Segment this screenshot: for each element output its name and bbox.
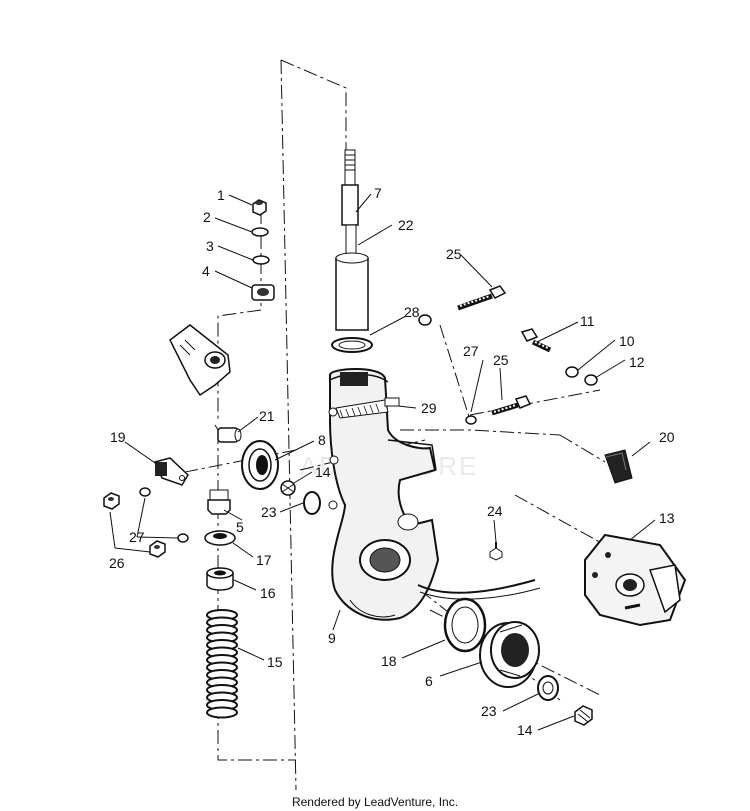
callout-25a: 25: [446, 246, 462, 262]
bolt-25a: [457, 285, 507, 311]
bolt-11: [520, 328, 552, 353]
callout-12: 12: [629, 354, 645, 370]
callout-13: 13: [659, 510, 675, 526]
cup-washer-17: [204, 530, 236, 546]
spacer-16: [206, 567, 234, 591]
washer-2: [251, 227, 269, 237]
callout-18: 18: [381, 653, 397, 669]
leader-lines: [109, 193, 656, 731]
callout-28: 28: [404, 304, 420, 320]
washer-27a: [139, 487, 151, 497]
oring-23a: [303, 491, 321, 515]
callout-16: 16: [260, 585, 276, 601]
callout-14b: 14: [517, 722, 533, 738]
callout-1: 1: [217, 187, 225, 203]
nut-26b: [149, 540, 166, 558]
washer-3: [252, 255, 270, 265]
oring-23b: [537, 675, 559, 701]
coil-spring-15: [206, 609, 238, 719]
callout-20: 20: [659, 429, 675, 445]
nut-14b: [574, 705, 593, 726]
washer-28: [418, 314, 432, 326]
caliper-13: [584, 533, 687, 627]
callout-labels: 1 2 3 4 5 6 7 8 9 10 11 12 13 14 14 15 1…: [109, 185, 675, 738]
callout-4: 4: [202, 263, 210, 279]
nut-26a: [103, 492, 120, 510]
callout-23b: 23: [481, 703, 497, 719]
clamp-band: [335, 397, 400, 419]
fitting-21: [214, 424, 242, 443]
fitting-5: [207, 489, 231, 515]
callout-29: 29: [421, 400, 437, 416]
washer-27b: [177, 533, 189, 543]
callout-19: 19: [110, 429, 126, 445]
callout-3: 3: [206, 238, 214, 254]
footer-credit: Rendered by LeadVenture, Inc.: [292, 795, 458, 809]
callout-7: 7: [374, 185, 382, 201]
callout-11: 11: [580, 313, 595, 329]
spindle-housing: [328, 368, 440, 621]
sensor-cable: [417, 579, 541, 600]
seal-8: [241, 440, 279, 490]
lever-19: [153, 457, 189, 486]
callout-22: 22: [398, 217, 414, 233]
callout-9: 9: [328, 630, 336, 646]
spring-coil: [206, 706, 238, 719]
washer-12: [584, 374, 598, 386]
callout-25b: 25: [493, 352, 509, 368]
callout-14a: 14: [315, 464, 331, 480]
mounting-bracket: [169, 324, 231, 397]
fitting-24: [489, 542, 503, 561]
callout-21: 21: [259, 408, 275, 424]
callout-26: 26: [109, 555, 125, 571]
bearing-ring: [331, 337, 373, 353]
seal-18: [443, 597, 487, 653]
callout-15: 15: [267, 654, 283, 670]
callout-17: 17: [256, 552, 272, 568]
bushing-4: [251, 284, 275, 301]
bolt-25b: [491, 395, 532, 416]
callout-10: 10: [619, 333, 635, 349]
washer-27c: [465, 415, 477, 425]
callout-23a: 23: [261, 504, 277, 520]
callout-5: 5: [236, 519, 244, 535]
callout-6: 6: [425, 673, 433, 689]
bearing-race-6: [479, 621, 540, 688]
nut-1: [252, 199, 267, 216]
spindle-shaft: [335, 149, 369, 331]
callout-27a: 27: [129, 529, 145, 545]
block-20: [604, 449, 633, 484]
callout-24: 24: [487, 503, 503, 519]
callout-8: 8: [318, 432, 326, 448]
callout-27b: 27: [463, 343, 479, 359]
fitting-14a: [280, 480, 296, 496]
callout-2: 2: [203, 209, 211, 225]
washer-10: [565, 366, 579, 378]
